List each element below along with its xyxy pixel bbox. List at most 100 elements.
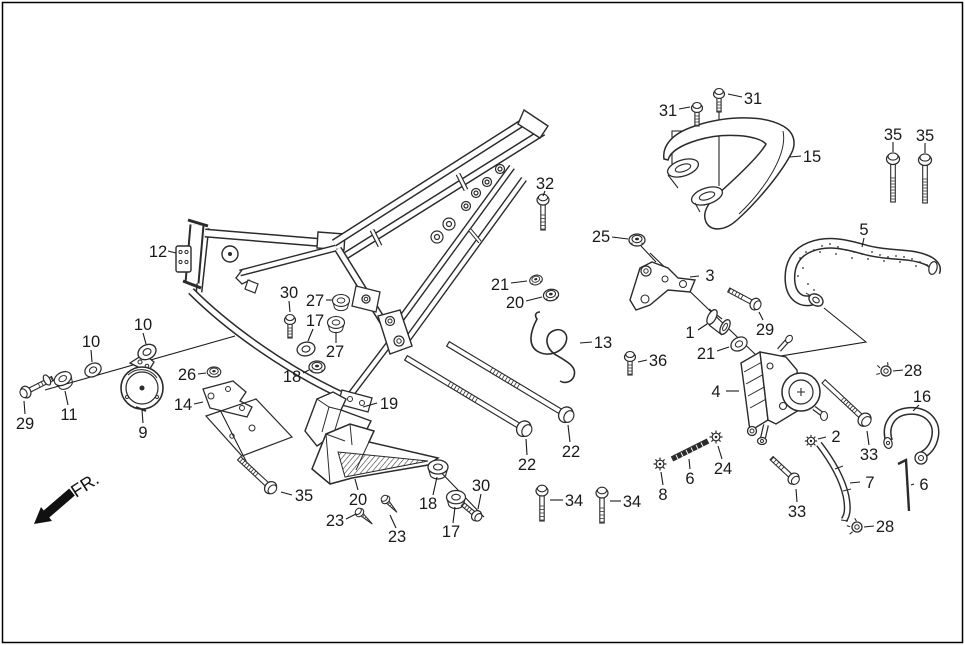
part-label-29: 29	[16, 415, 34, 433]
part-label-leader-18	[302, 369, 310, 374]
part-label-leader-7	[849, 481, 861, 484]
part-label-leader-10	[90, 349, 93, 363]
part-label-leader-16	[912, 404, 920, 412]
part-label-19: 19	[380, 395, 398, 413]
part-label-27: 27	[306, 292, 324, 310]
part-label-35: 35	[916, 127, 934, 145]
part-6-stud	[670, 438, 710, 462]
part-label-leader-6	[910, 483, 915, 486]
part-label-7: 7	[865, 474, 874, 492]
part-label-18: 18	[283, 368, 301, 386]
part-label-30: 30	[472, 477, 490, 495]
part-label-35: 35	[295, 487, 313, 505]
part-label-leader-6	[688, 458, 691, 470]
part-12-bracket-plate	[175, 245, 192, 273]
part-label-leader-23	[345, 513, 357, 520]
part-label-21: 21	[491, 276, 509, 294]
part-label-leader-33	[866, 430, 870, 446]
part-label-leader-19	[362, 402, 378, 408]
part-15-grab-rail	[663, 117, 795, 230]
part-label-30: 30	[280, 284, 298, 302]
part-label-31: 31	[659, 102, 677, 120]
part-label-leader-12	[167, 250, 177, 254]
hose-stipple-dots	[797, 243, 928, 291]
part-label-21: 21	[697, 345, 715, 363]
part-label-28: 28	[876, 518, 894, 536]
part-label-leader-24	[717, 445, 723, 460]
part-13-spring	[530, 311, 576, 384]
part-label-leader-13	[579, 341, 593, 344]
part-7-hose	[816, 441, 852, 522]
part-label-leader-20	[525, 296, 543, 302]
part-label-leader-21	[716, 346, 730, 352]
part-label-leader-31	[727, 93, 743, 98]
part-label-leader-26	[197, 372, 207, 375]
part-label-20: 20	[349, 491, 367, 509]
part-label-13: 13	[594, 334, 612, 352]
part-label-leader-30	[477, 493, 482, 510]
part-label-leader-8	[660, 471, 664, 486]
part-label-36: 36	[649, 352, 667, 370]
part-label-8: 8	[658, 486, 667, 504]
part-label-leader-23	[389, 514, 397, 529]
part-16-hose	[883, 406, 940, 465]
part-label-leader-22	[567, 424, 571, 443]
part-label-20: 20	[506, 294, 524, 312]
part-label-leader-10	[142, 332, 147, 345]
part-label-18: 18	[419, 495, 437, 513]
part-label-24: 24	[714, 460, 732, 478]
part-label-leader-25	[611, 236, 629, 240]
part-label-leader-11	[64, 390, 69, 406]
part-label-leader-2	[817, 436, 827, 440]
part-2-clip	[804, 434, 818, 448]
part-label-29: 29	[756, 321, 774, 339]
part-label-leader-1	[697, 323, 708, 331]
part-label-31: 31	[744, 90, 762, 108]
part-label-leader-15	[789, 155, 802, 158]
part-label-10: 10	[134, 316, 152, 334]
part-8-clip	[652, 456, 668, 472]
part-label-6: 6	[685, 470, 694, 488]
part-label-leader-21	[510, 280, 528, 284]
part-label-leader-20	[354, 478, 359, 491]
part-label-22: 22	[562, 443, 580, 461]
part-label-15: 15	[803, 148, 821, 166]
part-label-9: 9	[138, 424, 147, 442]
part-label-leader-17	[452, 506, 456, 524]
part-label-17: 17	[306, 312, 324, 330]
part-label-leader-17	[307, 328, 314, 342]
part-label-33: 33	[860, 446, 878, 464]
part-3-bracket	[629, 261, 697, 311]
part-label-leader-33	[795, 488, 798, 503]
part-20-skid-plate	[311, 423, 440, 485]
part-label-23: 23	[388, 528, 406, 546]
part-label-leader-29	[758, 311, 764, 321]
part-26-nut	[206, 366, 222, 378]
part-label-leader-9	[141, 409, 144, 424]
part-25-nut	[628, 233, 646, 247]
part-label-11: 11	[60, 406, 77, 424]
fr-arrow-icon	[34, 488, 75, 524]
part-label-leader-5	[861, 237, 865, 248]
part-label-3: 3	[705, 267, 714, 285]
part-label-leader-22	[525, 438, 528, 456]
part-label-leader-32	[542, 190, 546, 197]
part-18-nut-upper	[308, 360, 326, 374]
part-label-16: 16	[913, 388, 931, 406]
part-label-6: 6	[919, 476, 928, 494]
part-label-22: 22	[518, 456, 536, 474]
part-label-33: 33	[788, 503, 806, 521]
part-label-leader-28	[863, 525, 875, 528]
part-29-spring-washer	[42, 374, 52, 386]
part-label-leader-30	[288, 300, 291, 313]
part-6-allen-key	[897, 458, 911, 512]
part-label-leader-29	[23, 400, 26, 415]
part-label-2: 2	[831, 428, 840, 446]
part-label-26: 26	[178, 366, 196, 384]
part-24-clip	[708, 429, 724, 445]
part-label-5: 5	[859, 221, 868, 239]
part-label-leader-14	[193, 401, 204, 405]
